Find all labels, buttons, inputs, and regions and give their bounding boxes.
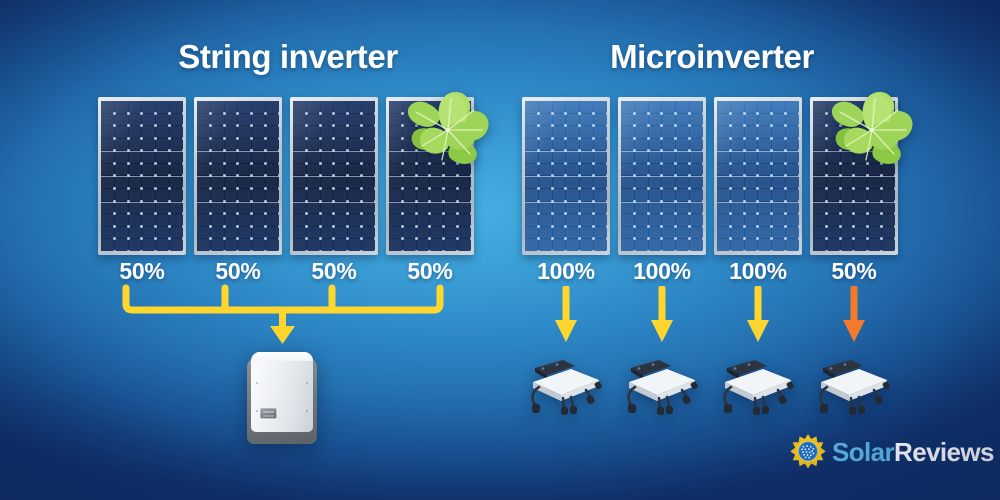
- logo-word-solar: Solar: [832, 437, 895, 467]
- logo-word-reviews: Reviews: [894, 437, 994, 467]
- solar-panel: [386, 97, 474, 255]
- panel-glass: [525, 101, 607, 251]
- panel-cell-grid: [293, 101, 375, 251]
- panel-cell-grid: [525, 101, 607, 251]
- panel-cell-grid: [621, 101, 703, 251]
- panel-glass: [621, 101, 703, 251]
- panel-glass: [197, 101, 279, 251]
- microinverter-device: [523, 352, 609, 416]
- power-flow-arrow: [840, 286, 868, 346]
- microinverter-device: [619, 352, 705, 416]
- inverter-display: [260, 408, 277, 419]
- solar-panel: [810, 97, 898, 255]
- solar-panel: [522, 97, 610, 255]
- power-flow-arrow: [552, 286, 580, 346]
- panel-cell-grid: [197, 101, 279, 251]
- panel-glass: [293, 101, 375, 251]
- power-flow-arrow: [744, 286, 772, 346]
- inverter-body: [251, 352, 313, 432]
- output-percentage-label: 50%: [311, 258, 357, 284]
- panel-glass: [389, 101, 471, 251]
- panel-cell-grid: [101, 101, 183, 251]
- output-percentage-label: 50%: [119, 258, 165, 284]
- output-percentage-label: 100%: [537, 258, 595, 284]
- panel-glass: [101, 101, 183, 251]
- solarreviews-logo[interactable]: SolarReviews: [790, 434, 995, 470]
- output-percentage-label: 100%: [633, 258, 691, 284]
- page-title-microinverter: Microinverter: [610, 38, 814, 75]
- panel-glass: [813, 101, 895, 251]
- panel-glass: [717, 101, 799, 251]
- output-percentage-label: 50%: [831, 258, 877, 284]
- solar-panel: [714, 97, 802, 255]
- panel-cell-grid: [717, 101, 799, 251]
- solar-panel: [98, 97, 186, 255]
- output-percentage-label: 50%: [215, 258, 261, 284]
- microinverter-device: [715, 352, 801, 416]
- output-percentage-label: 50%: [407, 258, 453, 284]
- string-combiner-bracket: [118, 284, 448, 348]
- output-percentage-label: 100%: [729, 258, 787, 284]
- power-flow-arrow: [648, 286, 676, 346]
- microinverter-device: [811, 352, 897, 416]
- string-inverter-device: [245, 352, 319, 444]
- page-title-string-inverter: String inverter: [178, 38, 398, 75]
- solar-panel: [618, 97, 706, 255]
- solar-panel: [194, 97, 282, 255]
- sun-icon: [790, 434, 826, 470]
- solar-panel: [290, 97, 378, 255]
